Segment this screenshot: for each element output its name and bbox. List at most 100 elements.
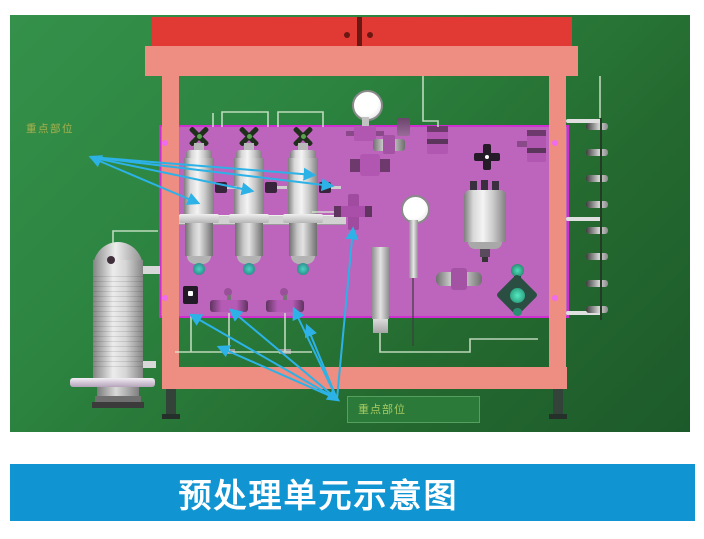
frame-lower-leg-left — [166, 389, 176, 416]
panel-screw — [552, 140, 558, 146]
teal-valve-top-ball — [511, 264, 524, 277]
filter-cylinder-3 — [283, 126, 323, 277]
valve-body — [266, 300, 304, 312]
frame-foot-pad — [162, 414, 180, 419]
gauge-isolation-valve — [354, 126, 376, 141]
caption-title: 预处理单元示意图 — [178, 476, 459, 514]
cylinder-lower-body — [235, 223, 263, 256]
filter-side-port — [319, 182, 331, 193]
cylinder-flange — [283, 214, 323, 223]
drain-valve-teal — [297, 263, 309, 275]
vessel-drain-tip — [482, 257, 488, 262]
horizontal-valve-knob — [451, 268, 467, 290]
inlet-valve-body — [360, 154, 380, 176]
needle-valve-band — [427, 139, 448, 144]
cylinder-neck — [244, 143, 254, 150]
frame-bottom-rail — [162, 367, 567, 389]
valve-body — [210, 300, 248, 312]
frame-top-rail — [145, 46, 578, 76]
cylinder-bottom-cap — [291, 256, 315, 264]
tank-side-stub — [143, 361, 156, 368]
buffer-tank — [70, 240, 170, 420]
vessel-port — [470, 181, 477, 190]
tank-flange — [70, 378, 155, 387]
small-fitting — [397, 118, 410, 136]
red-beam-bolt-left — [344, 32, 350, 38]
mid-cross-valve — [334, 206, 372, 217]
valve-foot-pad — [223, 349, 235, 354]
valve-side-stub — [517, 141, 527, 147]
valve-side-stub — [346, 131, 354, 136]
manifold-fitting — [586, 306, 608, 313]
sight-glass-column — [372, 247, 389, 319]
cylinder-body — [184, 158, 214, 215]
frame-leg-right — [549, 76, 566, 367]
gauge-stem — [362, 117, 369, 127]
bottom-valve-a — [210, 288, 248, 314]
valve-foot-pad — [279, 349, 291, 354]
manifold-tube — [566, 119, 602, 123]
key-area-label-bottom: 重点部位 — [347, 396, 480, 423]
manifold-tube — [566, 217, 602, 221]
tank-port-dot — [107, 256, 115, 264]
frame-foot-pad — [549, 414, 567, 419]
port-stub-tube — [227, 186, 237, 189]
cross-fitting-center — [485, 155, 489, 159]
frame-top-red-beam — [152, 17, 572, 49]
drain-valve-teal — [243, 263, 255, 275]
accumulator-vessel — [464, 180, 506, 262]
panel-screw — [162, 140, 168, 146]
vessel-drain-stub — [480, 249, 490, 257]
frame-leg-left — [162, 76, 179, 367]
red-beam-center-joint — [357, 17, 362, 46]
key-area-label-top: 重点部位 — [26, 123, 74, 135]
right-panel-valve-band — [527, 130, 546, 136]
manifold-fitting — [586, 149, 608, 156]
tank-ridges — [93, 272, 143, 368]
mid-cross-valve-flange — [365, 206, 372, 217]
teal-cross-valve — [494, 262, 540, 317]
bottom-valve-b — [266, 288, 304, 314]
manifold-fitting — [586, 227, 608, 234]
cylinder-flange — [179, 214, 219, 223]
filter-side-port — [215, 182, 227, 193]
panel-screw — [552, 295, 558, 301]
vessel-cap — [464, 190, 506, 200]
valve-stem-ball — [280, 288, 288, 296]
tank-side-stub — [143, 266, 160, 274]
sight-glass-footer — [373, 319, 388, 333]
right-panel-valve-band — [527, 148, 546, 153]
filter-cylinder-1 — [179, 126, 219, 277]
drain-valve-teal — [193, 263, 205, 275]
mid-cross-valve-flange — [334, 206, 341, 217]
cylinder-cap — [290, 150, 316, 159]
filter-side-port — [265, 182, 277, 193]
valve-stem — [283, 295, 287, 301]
red-beam-bolt-right — [367, 32, 373, 38]
tank-foot — [92, 402, 144, 408]
cylinder-body — [288, 158, 318, 215]
vessel-taper — [468, 242, 502, 249]
right-panel-valve — [527, 130, 546, 162]
manifold-fitting — [586, 175, 608, 182]
needle-valve-band — [427, 126, 448, 132]
caption-bar: 预处理单元示意图 — [10, 464, 695, 521]
frame-lower-leg-right — [553, 389, 563, 416]
port-stub-tube — [331, 186, 341, 189]
pressure-gauge-icon — [352, 90, 383, 121]
cylinder-cap — [236, 150, 262, 159]
valve-handle-center — [247, 134, 252, 139]
cylinder-flange — [229, 214, 269, 223]
vessel-port — [481, 180, 488, 190]
cylinder-cap — [186, 150, 212, 159]
cylinder-neck — [194, 143, 204, 150]
tank-body — [93, 260, 143, 378]
inlet-valve-flange — [380, 159, 390, 172]
cylinder-bottom-cap — [237, 256, 261, 264]
port-stub-tube — [277, 186, 287, 189]
tank-lower-body — [97, 387, 139, 397]
vessel-port — [492, 181, 499, 190]
vessel-body — [464, 198, 506, 242]
cylinder-lower-body — [289, 223, 317, 256]
